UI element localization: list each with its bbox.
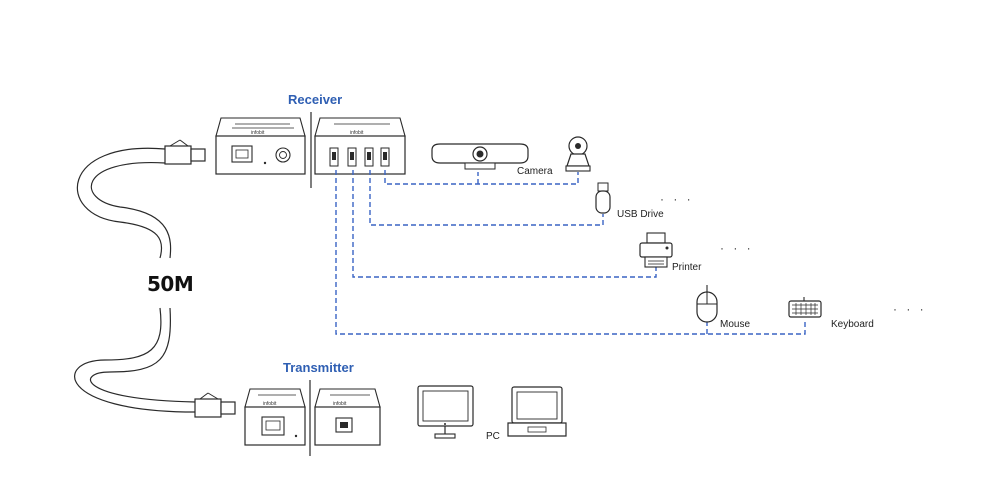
receiver-usb-hub-unit: infobit — [314, 117, 406, 175]
camera-label: Camera — [517, 166, 553, 177]
keyboard-icon — [788, 297, 822, 318]
link-mouse-keyboard — [335, 170, 806, 335]
transmitter-brand-left: infobit — [263, 401, 277, 407]
conference-camera-icon — [431, 143, 529, 170]
transmitter-network-unit: infobit — [244, 388, 306, 446]
mouse-label: Mouse — [720, 319, 750, 330]
usb-drive-more: · · · — [660, 192, 694, 206]
keyboard-more: · · · — [893, 302, 927, 316]
printer-label: Printer — [672, 262, 702, 273]
power-jack-icon — [275, 147, 291, 163]
link-printer — [352, 170, 657, 278]
usb-port-icon — [329, 147, 390, 167]
printer-icon — [639, 232, 673, 268]
mouse-icon — [696, 285, 718, 323]
link-usb-drive — [369, 170, 604, 226]
receiver-brand-right: infobit — [350, 130, 364, 136]
printer-more: · · · — [720, 241, 754, 255]
transmitter-brand-right: infobit — [333, 401, 347, 407]
rj45-plug-bottom — [194, 392, 236, 418]
distance-label: 50M — [147, 272, 193, 296]
usb-links — [335, 170, 806, 335]
usb-drive-label: USB Drive — [617, 209, 664, 220]
monitor-icon — [417, 385, 474, 439]
receiver-title: Receiver — [288, 92, 342, 107]
ptz-camera-icon — [565, 136, 591, 172]
usb-drive-icon — [595, 182, 611, 214]
receiver-network-unit: infobit — [215, 117, 306, 175]
transmitter-rj45-port-icon — [261, 416, 285, 436]
transmitter-usb-unit: infobit — [314, 388, 381, 446]
receiver-brand-left: infobit — [251, 130, 265, 136]
pc-label: PC — [486, 431, 500, 442]
link-webcam — [384, 170, 579, 185]
rj45-port-icon — [231, 145, 253, 163]
cat-cable — [74, 147, 196, 413]
transmitter-title: Transmitter — [283, 360, 354, 375]
rj45-plug-top — [164, 139, 206, 165]
laptop-icon — [507, 386, 567, 437]
keyboard-label: Keyboard — [831, 319, 874, 330]
